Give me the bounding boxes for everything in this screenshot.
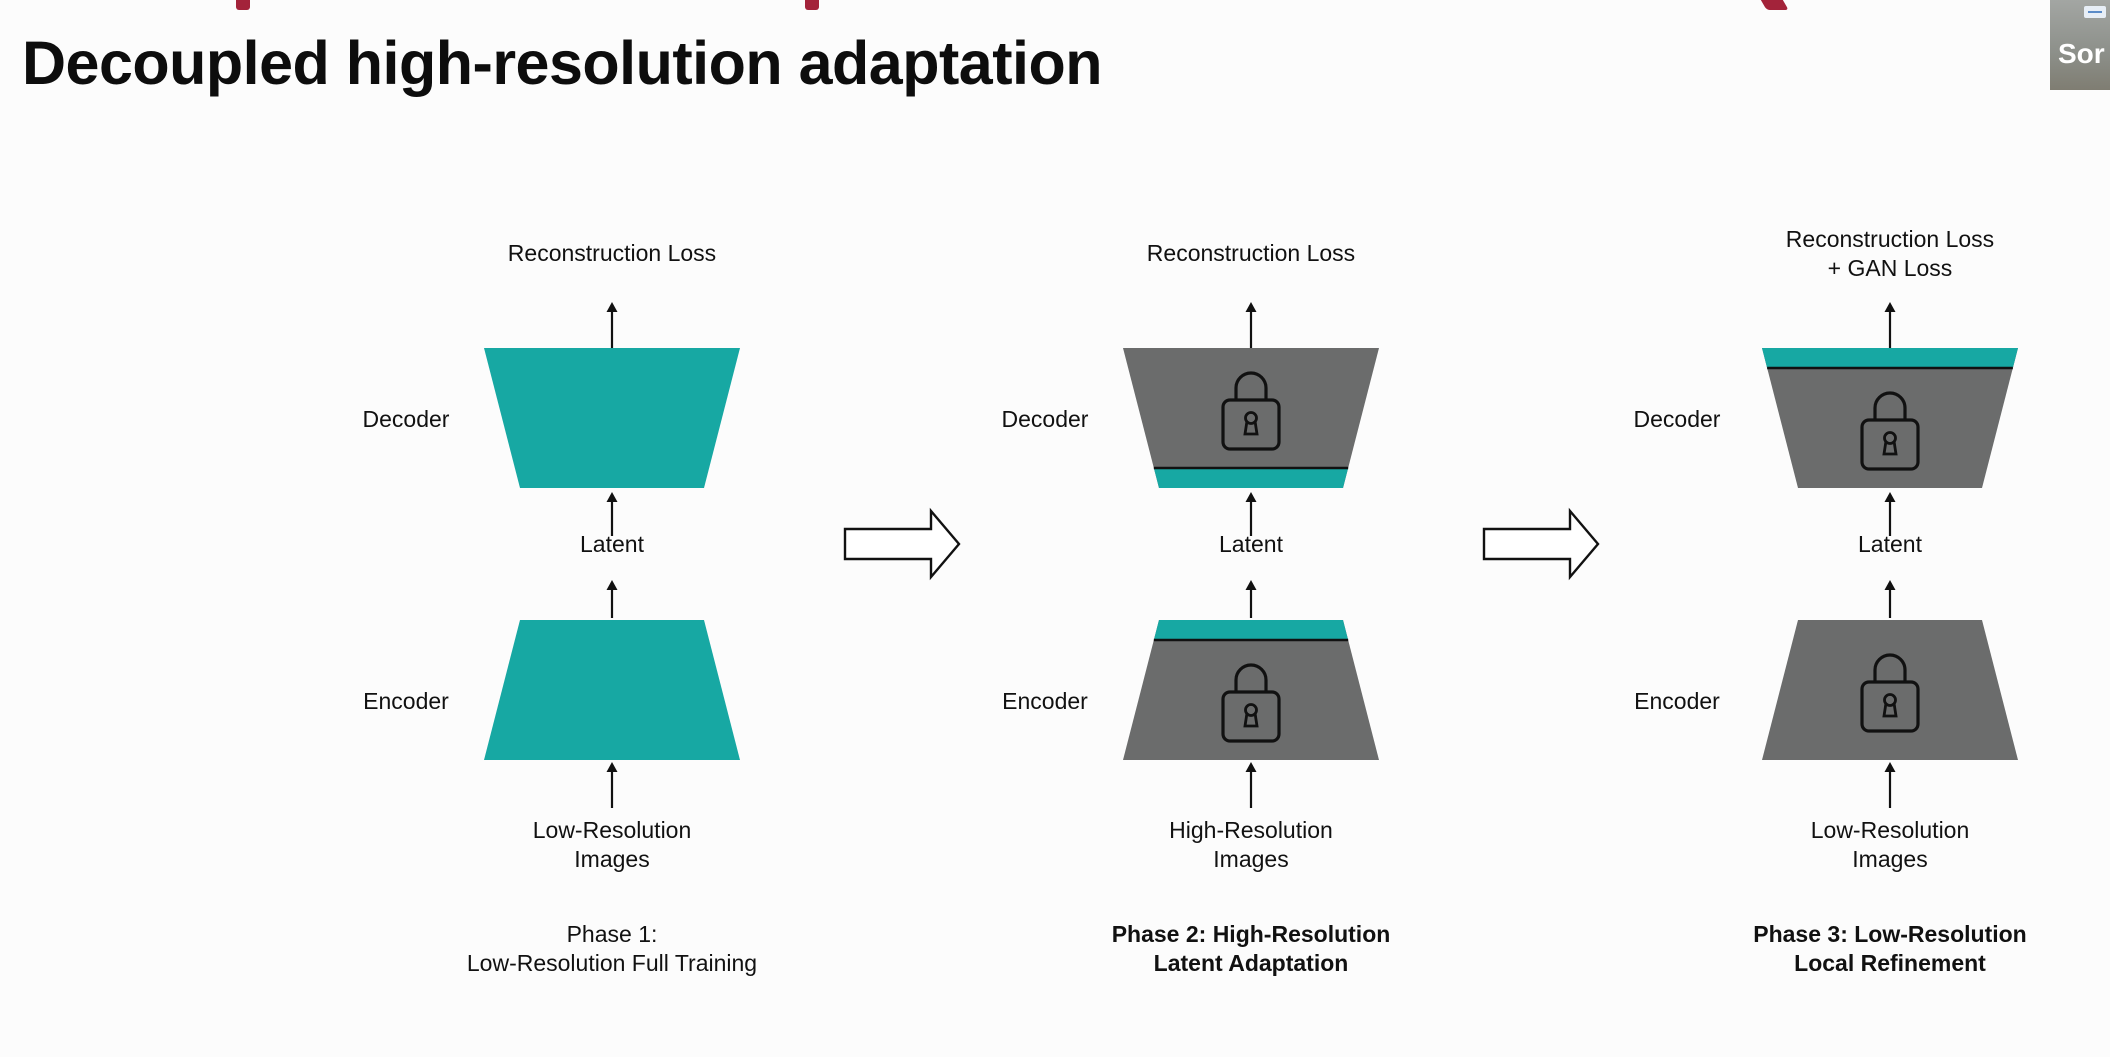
loss-label: Reconstruction Loss — [1786, 226, 1994, 252]
video-participant-tile[interactable]: Sor — [2050, 0, 2110, 90]
encoder-block — [484, 620, 740, 760]
encoder-block — [1123, 620, 1379, 760]
previous-slide-edge — [0, 0, 2110, 12]
arrow-head — [1884, 762, 1896, 772]
accent-mark — [805, 0, 819, 10]
lock-keyhole — [1883, 693, 1897, 707]
loss-arrow — [606, 302, 618, 348]
lock-keyhole-slot — [1243, 712, 1259, 728]
loss-label: Reconstruction Loss — [1147, 240, 1355, 266]
lock-shackle — [1234, 371, 1268, 400]
lock-shackle — [1234, 663, 1268, 692]
decoder-block-shape — [1762, 348, 2018, 488]
latent-to-decoder-arrow — [1245, 492, 1257, 536]
lock-keyhole-slot — [1243, 420, 1259, 436]
trainable-band — [1762, 348, 2018, 368]
encoder-block-shape — [1762, 620, 2018, 760]
encoder-block — [1762, 620, 2018, 760]
trainable-band — [1153, 468, 1349, 488]
phase-caption: Low-Resolution Full Training — [467, 950, 757, 976]
phase-caption: Latent Adaptation — [1154, 950, 1349, 976]
arrow-head — [606, 580, 618, 590]
input-label: Images — [1852, 846, 1927, 872]
encoder-block-shape — [1123, 620, 1379, 760]
decoder-block — [1762, 348, 2018, 488]
encoder-label: Encoder — [1002, 688, 1088, 714]
input-label: Images — [1213, 846, 1288, 872]
lock-keyhole-slot — [1882, 702, 1898, 718]
phase-transition-arrow-1 — [843, 507, 961, 581]
latent-to-decoder-arrow — [606, 492, 618, 536]
input-arrow — [606, 762, 618, 808]
input-label: Images — [574, 846, 649, 872]
encoder-block-shape — [484, 620, 740, 760]
arrow-head — [1245, 580, 1257, 590]
participant-name: Sor — [2058, 38, 2105, 69]
decoder-block-shape — [1123, 348, 1379, 488]
trainable-band — [1153, 620, 1349, 640]
arrow-head — [1884, 580, 1896, 590]
encoder-label: Encoder — [363, 688, 449, 714]
lock-icon — [1221, 371, 1281, 451]
phase-column-2: Reconstruction LossDecoderLatentEncoderH… — [1002, 240, 1391, 976]
input-label: High-Resolution — [1169, 817, 1333, 843]
arrow-head — [606, 762, 618, 772]
arrow-head — [606, 492, 618, 502]
loss-label: + GAN Loss — [1828, 255, 1953, 281]
arrow-head — [1245, 302, 1257, 312]
phase-transition-arrow-2 — [1482, 507, 1600, 581]
slide-title: Decoupled high-resolution adaptation — [22, 29, 1103, 97]
decoder-label: Decoder — [363, 406, 450, 432]
decoder-block-shape — [484, 348, 740, 488]
lock-keyhole — [1244, 703, 1258, 717]
camera-icon — [2084, 6, 2106, 18]
lock-icon — [1221, 663, 1281, 743]
encoder-to-latent-arrow — [606, 580, 618, 618]
lock-shackle — [1873, 391, 1907, 420]
encoder-label: Encoder — [1634, 688, 1720, 714]
phase-caption: Phase 1: — [567, 921, 658, 947]
phase-caption: Phase 3: Low-Resolution — [1753, 921, 2026, 947]
arrow-head — [1245, 762, 1257, 772]
lock-keyhole-slot — [1882, 440, 1898, 456]
phase-caption: Phase 2: High-Resolution — [1112, 921, 1391, 947]
latent-label: Latent — [1219, 531, 1284, 557]
lock-body — [1221, 690, 1281, 743]
phase-caption: Local Refinement — [1794, 950, 1986, 976]
arrow-head — [1884, 492, 1896, 502]
loss-arrow — [1884, 302, 1896, 348]
latent-label: Latent — [580, 531, 645, 557]
latent-to-decoder-arrow — [1884, 492, 1896, 536]
arrow-head — [1245, 492, 1257, 502]
encoder-to-latent-arrow — [1884, 580, 1896, 618]
lock-body — [1860, 418, 1920, 471]
accent-mark — [236, 0, 250, 10]
decoder-block — [484, 348, 740, 488]
latent-label: Latent — [1858, 531, 1923, 557]
lock-keyhole — [1244, 411, 1258, 425]
arrow-head — [606, 302, 618, 312]
lock-shackle — [1873, 653, 1907, 682]
lock-icon — [1860, 391, 1920, 471]
lock-keyhole — [1883, 431, 1897, 445]
decoder-label: Decoder — [1002, 406, 1089, 432]
input-label: Low-Resolution — [533, 817, 692, 843]
loss-label: Reconstruction Loss — [508, 240, 716, 266]
arrow-head — [1884, 302, 1896, 312]
encoder-to-latent-arrow — [1245, 580, 1257, 618]
lock-icon — [1860, 653, 1920, 733]
lock-body — [1221, 398, 1281, 451]
input-arrow — [1884, 762, 1896, 808]
phase-column-1: Reconstruction LossDecoderLatentEncoderL… — [363, 240, 758, 976]
decoder-label: Decoder — [1634, 406, 1721, 432]
decoder-block — [1123, 348, 1379, 488]
input-arrow — [1245, 762, 1257, 808]
lock-body — [1860, 680, 1920, 733]
loss-arrow — [1245, 302, 1257, 348]
phase-column-3: Reconstruction Loss + GAN LossDecoderLate… — [1634, 226, 2027, 976]
input-label: Low-Resolution — [1811, 817, 1970, 843]
